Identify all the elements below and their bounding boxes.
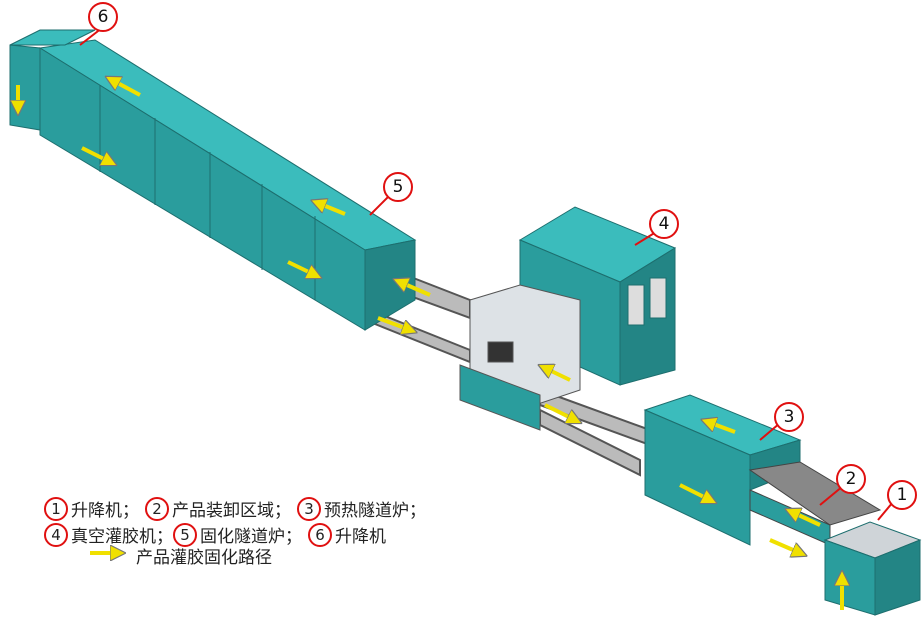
path-arrow	[287, 260, 315, 275]
callout-2: 2	[836, 464, 866, 494]
legend-num: 5	[173, 522, 197, 547]
callout-3: 3	[774, 402, 804, 432]
path-arrow	[400, 282, 431, 297]
legend-label: 产品装卸区域；	[172, 501, 291, 521]
product-path-arrows	[18, 80, 842, 610]
legend-num: 1	[44, 496, 68, 521]
potting-station	[459, 284, 581, 431]
curing-tunnel-oven	[38, 39, 417, 331]
legend-num: 6	[308, 522, 332, 547]
legend-path: 产品灌胶固化路径	[136, 543, 272, 568]
path-arrow	[112, 80, 141, 97]
path-arrow	[81, 146, 110, 162]
callout-1: 1	[887, 480, 917, 510]
path-arrow	[708, 422, 736, 434]
legend-label: 升降机	[335, 527, 386, 547]
callout-6: 6	[88, 2, 118, 32]
legend-label: 预热隧道炉；	[324, 501, 426, 521]
path-arrow	[318, 203, 346, 216]
path-arrow	[679, 483, 710, 500]
callout-4: 4	[649, 209, 679, 239]
callout-5: 5	[383, 172, 413, 202]
path-label: 产品灌胶固化路径	[136, 548, 272, 568]
legend-label: 固化隧道炉；	[200, 527, 302, 547]
path-arrow	[792, 512, 821, 527]
legend-num: 4	[44, 522, 68, 547]
legend-num: 2	[145, 496, 169, 521]
legend-label: 升降机；	[71, 501, 139, 521]
path-arrow	[545, 368, 571, 382]
legend-num: 3	[297, 496, 321, 521]
lift-1	[823, 521, 922, 616]
path-arrow	[544, 403, 575, 420]
path-arrow	[377, 316, 410, 330]
path-arrow	[769, 538, 800, 553]
legend-label: 真空灌胶机；	[71, 527, 173, 547]
